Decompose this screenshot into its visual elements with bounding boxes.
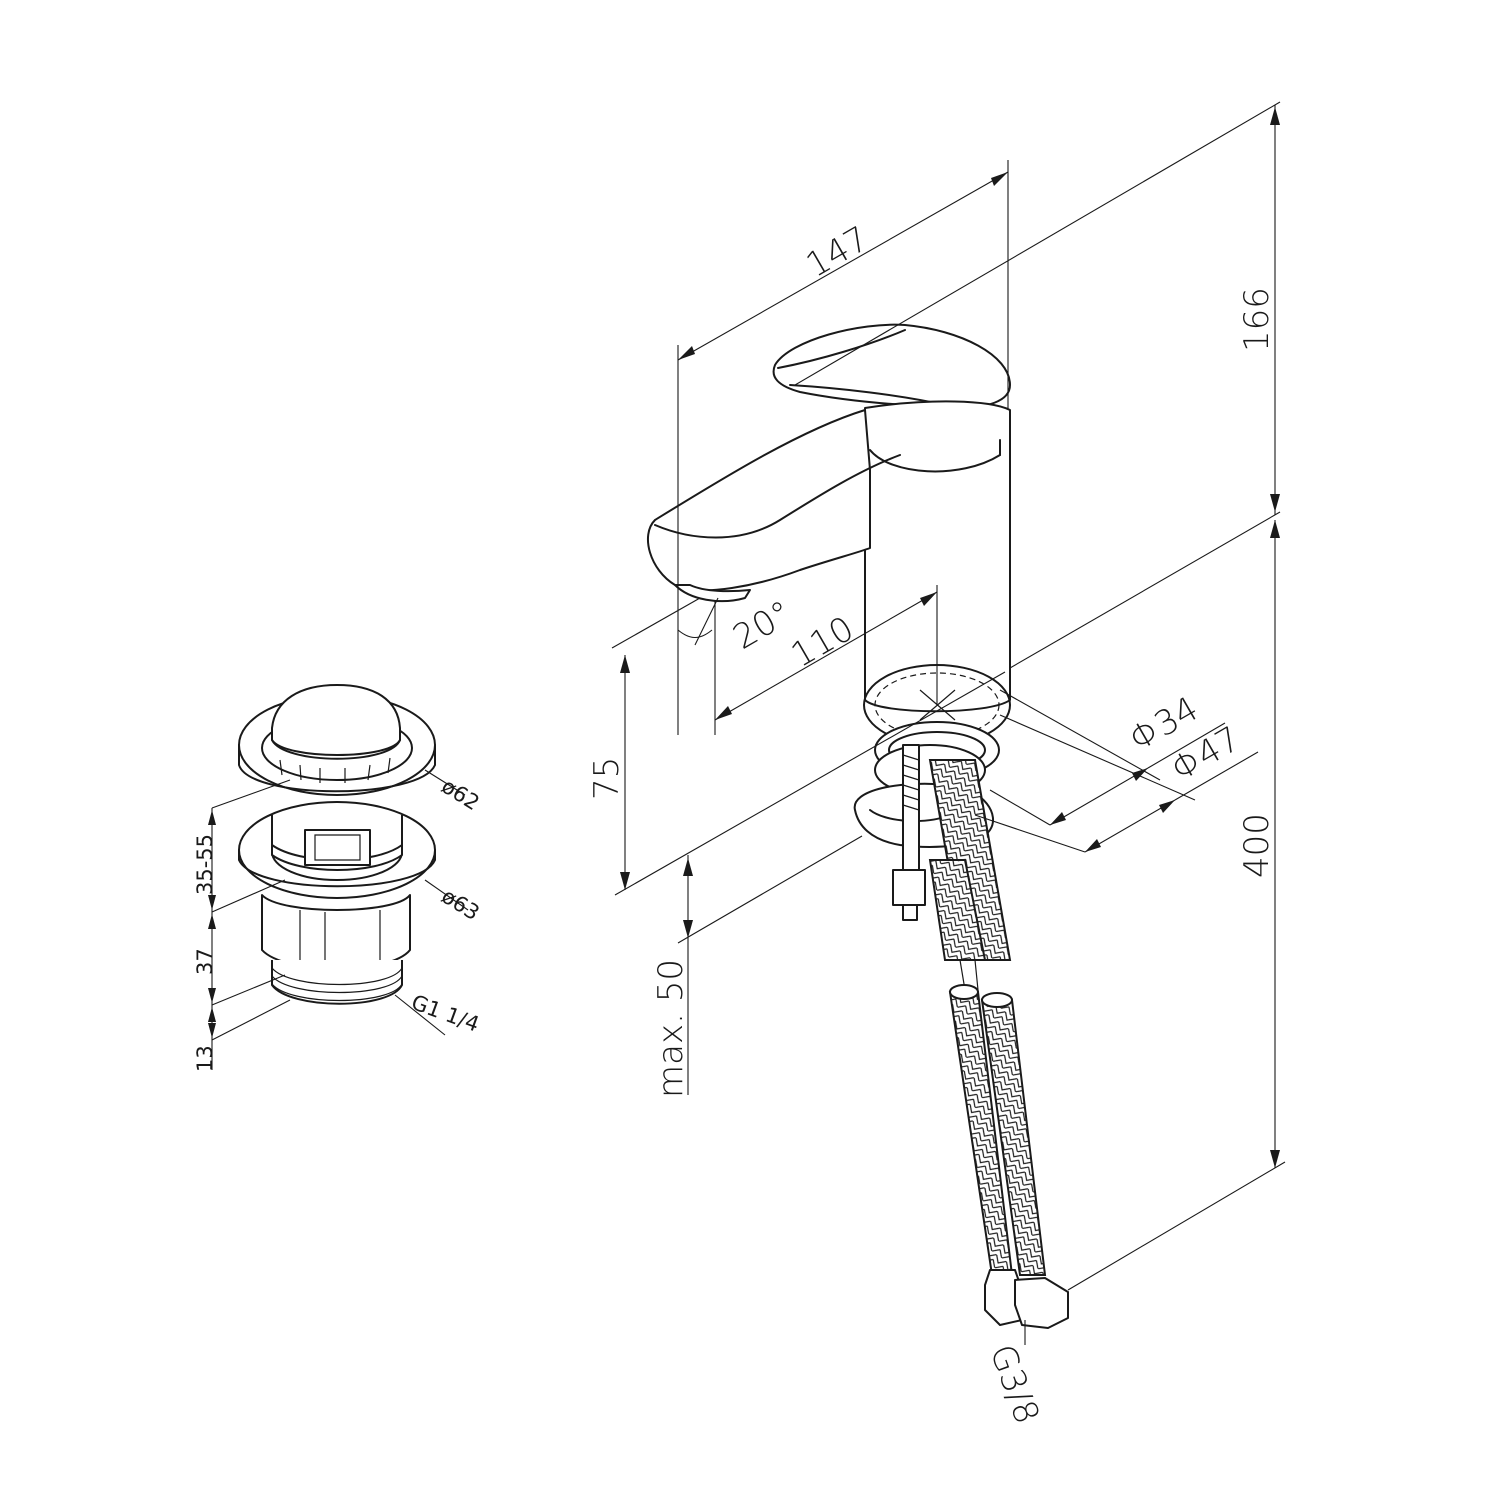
- dim-400: 400: [1067, 520, 1286, 1291]
- dim-110-label: 110: [785, 609, 861, 676]
- dim-g38-label: G3/8: [982, 1339, 1047, 1429]
- drain-range-label: 35-55: [193, 834, 217, 895]
- drain-37-label: 37: [193, 948, 217, 975]
- dim-147-label: 147: [800, 219, 876, 286]
- drain-body: [261, 894, 411, 1005]
- dim-166: 166: [794, 101, 1281, 669]
- dim-166-label: 166: [1237, 287, 1277, 352]
- drain-cap: [238, 684, 436, 796]
- faucet-drawing: 147 166 400 20°: [587, 101, 1286, 1429]
- drain-phi63-label: ø63: [437, 884, 483, 925]
- drain-phi62-label: ø62: [437, 774, 483, 815]
- dim-g38: G3/8: [982, 1320, 1047, 1429]
- dim-max50-label: max. 50: [651, 959, 691, 1098]
- spout: [646, 409, 901, 603]
- dim-max50: max. 50: [651, 835, 863, 1098]
- drain-flange: [238, 801, 436, 899]
- dim-400-label: 400: [1237, 813, 1277, 878]
- supply-hoses: [928, 759, 1069, 1329]
- lever-handle: [772, 323, 1011, 409]
- dim-75-label: 75: [587, 757, 627, 800]
- drain-13-label: 13: [193, 1045, 217, 1072]
- dim-75: 75: [587, 655, 1006, 896]
- drain-thread-label: G1 1/4: [408, 990, 482, 1037]
- threaded-stud: [892, 744, 926, 921]
- drain-drawing: 35-55 37 13 ø62 ø63 G1 1/4: [193, 684, 484, 1072]
- dim-diameters: Φ34 Φ47: [974, 689, 1259, 853]
